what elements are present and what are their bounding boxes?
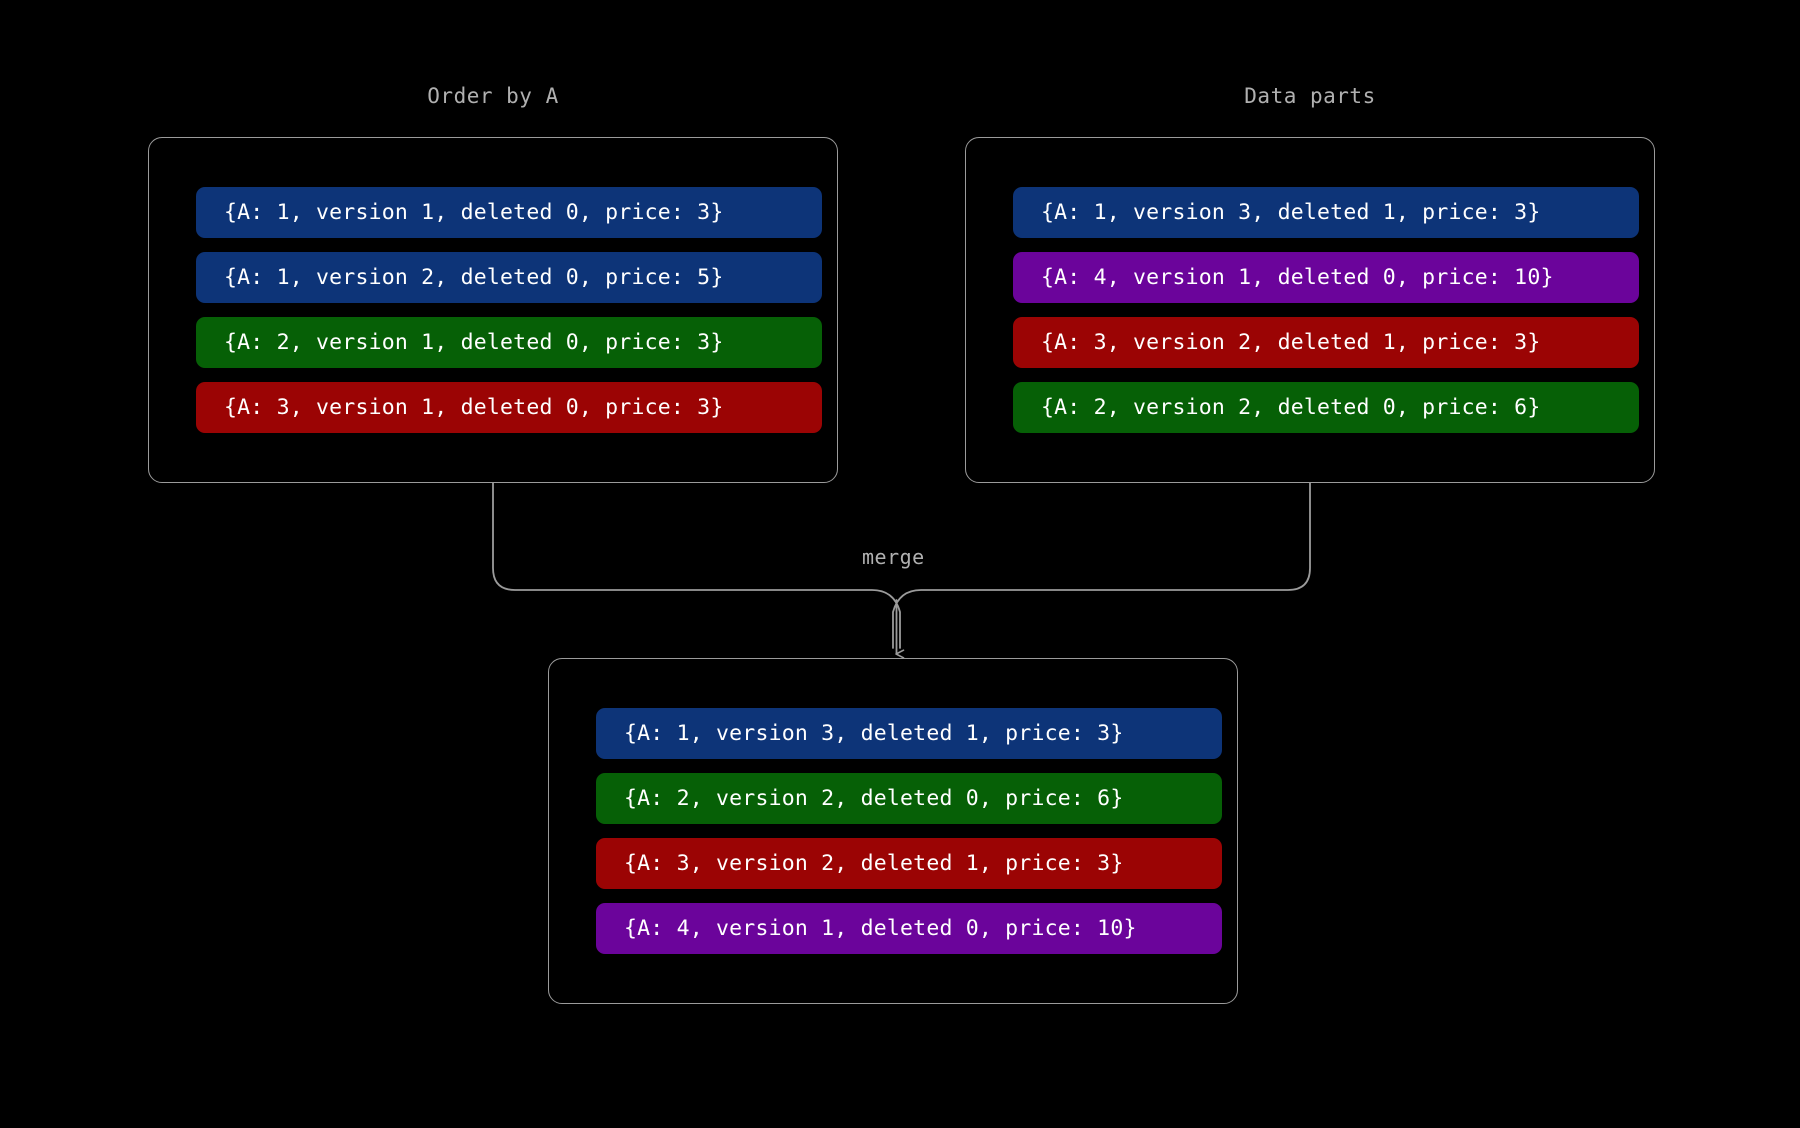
row-item[interactable]: {A: 2, version 2, deleted 0, price: 6} — [1013, 382, 1639, 433]
row-item[interactable]: {A: 1, version 1, deleted 0, price: 3} — [196, 187, 822, 238]
row-item[interactable]: {A: 1, version 2, deleted 0, price: 5} — [196, 252, 822, 303]
row-item[interactable]: {A: 4, version 1, deleted 0, price: 10} — [596, 903, 1222, 954]
row-item[interactable]: {A: 2, version 2, deleted 0, price: 6} — [596, 773, 1222, 824]
panel-order-by-a: {A: 1, version 1, deleted 0, price: 3} {… — [148, 137, 838, 483]
row-list-order-by-a: {A: 1, version 1, deleted 0, price: 3} {… — [149, 187, 837, 433]
connector-right-path — [892, 482, 1311, 649]
row-item[interactable]: {A: 1, version 3, deleted 1, price: 3} — [596, 708, 1222, 759]
row-item[interactable]: {A: 4, version 1, deleted 0, price: 10} — [1013, 252, 1639, 303]
panel-title-data-parts: Data parts — [1244, 84, 1376, 108]
row-item[interactable]: {A: 3, version 2, deleted 1, price: 3} — [1013, 317, 1639, 368]
connector-left-path — [492, 482, 901, 649]
row-item[interactable]: {A: 2, version 1, deleted 0, price: 3} — [196, 317, 822, 368]
panel-merged-result: {A: 1, version 3, deleted 1, price: 3} {… — [548, 658, 1238, 1004]
row-list-data-parts: {A: 1, version 3, deleted 1, price: 3} {… — [966, 187, 1654, 433]
merge-label: merge — [862, 545, 925, 569]
row-item[interactable]: {A: 3, version 2, deleted 1, price: 3} — [596, 838, 1222, 889]
row-item[interactable]: {A: 1, version 3, deleted 1, price: 3} — [1013, 187, 1639, 238]
row-item[interactable]: {A: 3, version 1, deleted 0, price: 3} — [196, 382, 822, 433]
panel-data-parts: {A: 1, version 3, deleted 1, price: 3} {… — [965, 137, 1655, 483]
row-list-merged: {A: 1, version 3, deleted 1, price: 3} {… — [549, 708, 1237, 954]
panel-title-order-by-a: Order by A — [427, 84, 559, 108]
